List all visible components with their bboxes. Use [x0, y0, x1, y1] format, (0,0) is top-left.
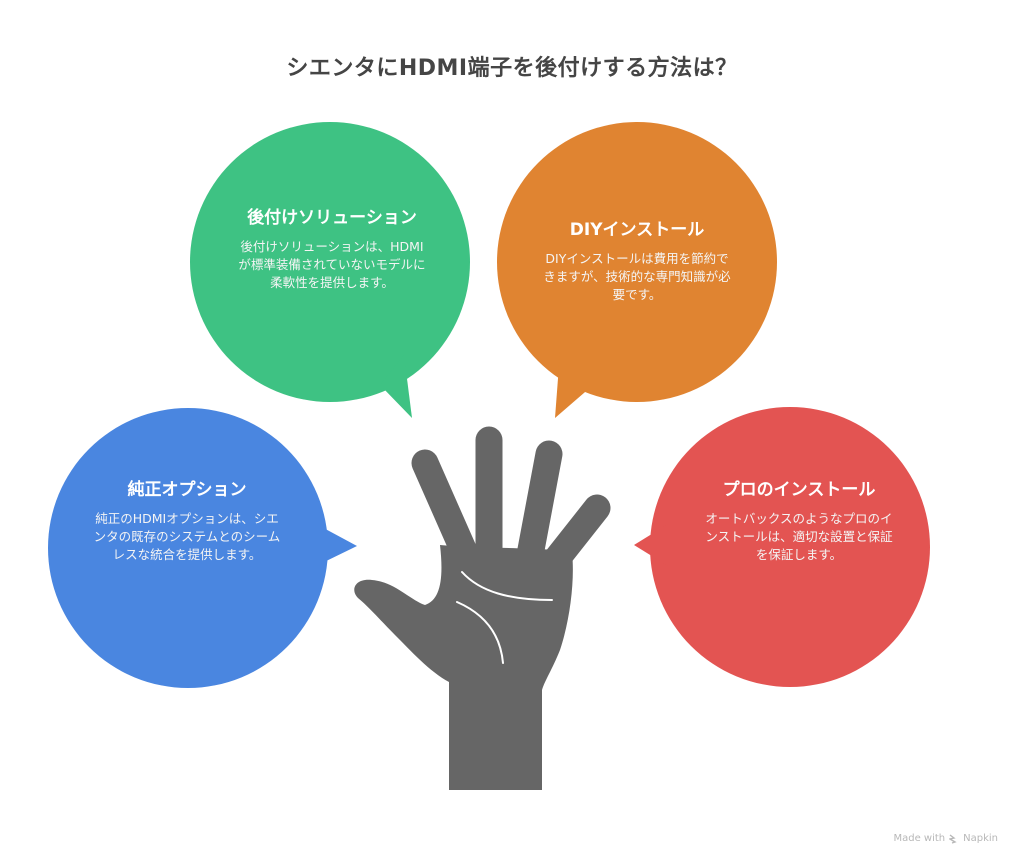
footer-attribution[interactable]: Made with Napkin	[893, 833, 998, 844]
bubble-retrofit-body: 後付けソリューションは、HDMIが標準装備されていないモデルに柔軟性を提供します…	[238, 239, 426, 290]
bubble-retrofit-heading: 後付けソリューション	[247, 208, 417, 228]
napkin-logo-icon	[949, 833, 957, 844]
bubble-pro-text: プロのインストール オートバックスのようなプロのインストールは、適切な設置と保証…	[704, 478, 894, 564]
bubble-diy	[497, 122, 777, 418]
bubble-pro-body: オートバックスのようなプロのインストールは、適切な設置と保証を保証します。	[705, 511, 893, 562]
hand-icon	[354, 426, 611, 790]
bubble-retrofit	[190, 122, 470, 418]
bubble-retrofit-text: 後付けソリューション 後付けソリューションは、HDMIが標準装備されていないモデ…	[237, 206, 427, 292]
bubble-diy-body: DIYインストールは費用を節約できますが、技術的な専門知識が必要です。	[543, 251, 731, 302]
bubble-genuine-body: 純正のHDMIオプションは、シエンタの既存のシステムとのシームレスな統合を提供し…	[93, 511, 281, 562]
bubble-pro	[634, 407, 930, 687]
bubble-genuine-heading: 純正オプション	[127, 480, 247, 500]
footer-made-with: Made with	[893, 833, 946, 844]
bubble-diy-heading: DIYインストール	[569, 220, 705, 240]
bubble-diy-text: DIYインストール DIYインストールは費用を節約できますが、技術的な専門知識が…	[542, 218, 732, 304]
bubble-pro-heading: プロのインストール	[722, 480, 876, 500]
bubble-genuine-text: 純正オプション 純正のHDMIオプションは、シエンタの既存のシステムとのシームレ…	[92, 478, 282, 564]
footer-brand: Napkin	[963, 833, 998, 844]
bubble-genuine	[48, 408, 357, 688]
page-title: シエンタにHDMI端子を後付けする方法は？	[286, 56, 738, 81]
